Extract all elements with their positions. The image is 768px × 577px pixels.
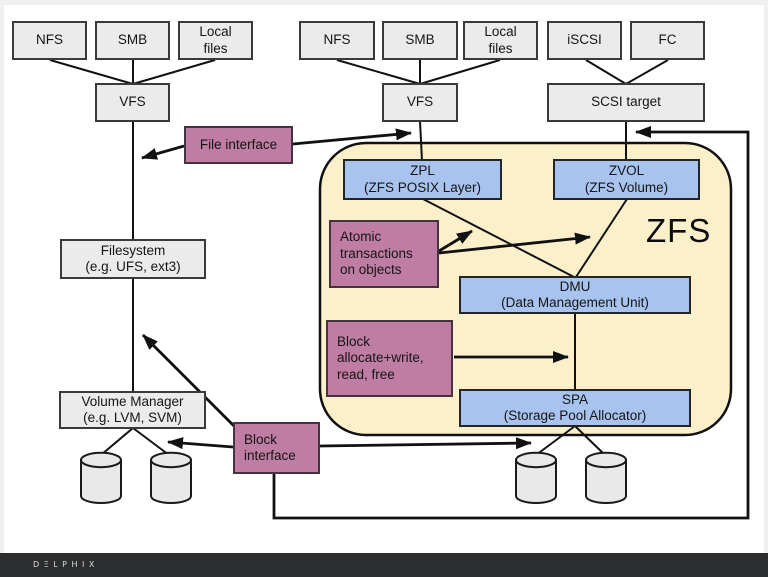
- node-vfs-left: VFS: [95, 83, 170, 122]
- node-smb-left: SMB: [95, 21, 170, 60]
- node-nfs-left: NFS: [12, 21, 87, 60]
- node-vfs-mid: VFS: [382, 83, 458, 122]
- arrow-file-interface-right: [292, 128, 412, 146]
- disk-cylinder: [515, 451, 557, 504]
- node-iscsi: iSCSI: [547, 21, 622, 60]
- node-local-files-left: Local files: [178, 21, 253, 60]
- disk-cylinder: [150, 451, 192, 504]
- arrow-atomic-to-zpl-line: [438, 229, 473, 253]
- slide-edge-top: [0, 0, 768, 5]
- node-dmu: DMU (Data Management Unit): [459, 276, 691, 314]
- zfs-title: ZFS: [646, 212, 712, 249]
- node-smb-mid: SMB: [382, 21, 458, 60]
- label-block-interface: Block interface: [233, 422, 320, 474]
- arrow-atomic-to-zvol-line: [438, 232, 591, 255]
- arrow-file-interface-left: [141, 144, 185, 160]
- node-zvol: ZVOL (ZFS Volume): [553, 159, 700, 200]
- node-scsi-target: SCSI target: [547, 83, 705, 122]
- footer-bar: DΞLPHIX: [0, 553, 768, 577]
- arrow-block-interface-left: [167, 437, 234, 450]
- node-filesystem: Filesystem (e.g. UFS, ext3): [60, 239, 206, 279]
- node-local-files-mid: Local files: [463, 21, 538, 60]
- disk-cylinder: [585, 451, 627, 504]
- node-nfs-mid: NFS: [299, 21, 375, 60]
- node-volume-manager: Volume Manager (e.g. LVM, SVM): [59, 391, 206, 429]
- slide-edge-left: [0, 0, 4, 553]
- node-fc: FC: [630, 21, 705, 60]
- arrow-block-interface-right: [319, 437, 532, 450]
- disk-cylinders: [80, 451, 627, 504]
- disk-cylinder: [80, 451, 122, 504]
- label-atomic-transactions: Atomic transactions on objects: [329, 220, 439, 288]
- label-block-ops: Block allocate+write, read, free: [326, 320, 453, 397]
- node-spa: SPA (Storage Pool Allocator): [459, 389, 691, 427]
- slide-edge-right: [764, 0, 768, 553]
- node-zpl: ZPL (ZFS POSIX Layer): [343, 159, 502, 200]
- label-file-interface: File interface: [184, 126, 293, 164]
- delphix-logo: DΞLPHIX: [33, 560, 99, 569]
